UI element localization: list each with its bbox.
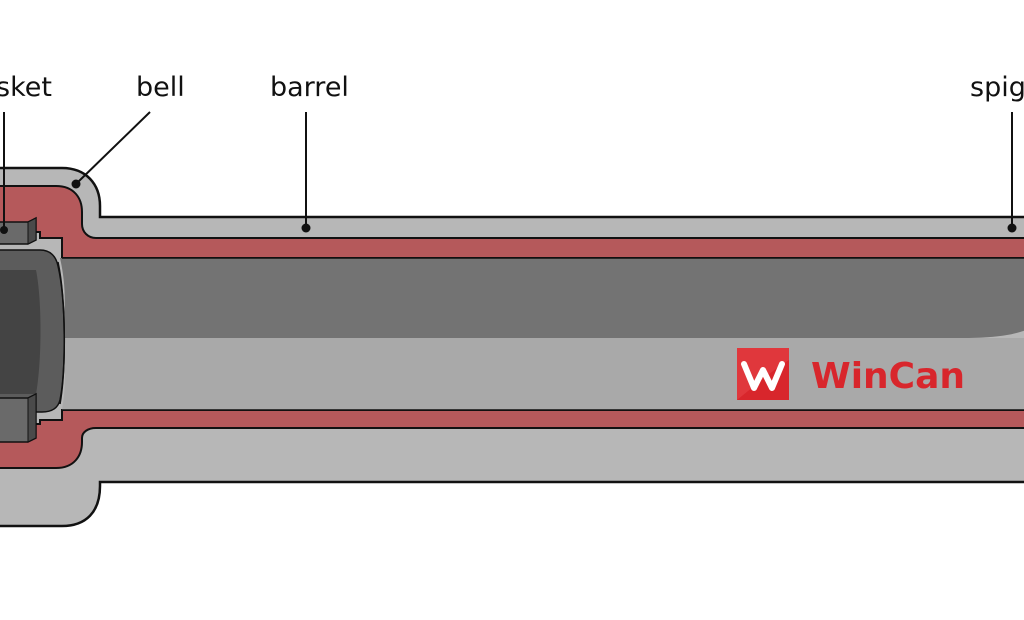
bell-callout xyxy=(71,111,151,189)
bell-socket-rim xyxy=(57,261,65,405)
labels: sket bell barrel spig xyxy=(0,72,1024,103)
bell-socket-inner xyxy=(0,270,41,394)
brand-name: WinCan xyxy=(811,356,965,397)
pipe-cross-section xyxy=(0,166,1024,528)
spigot-label: spig xyxy=(970,72,1024,103)
callouts xyxy=(0,111,1017,234)
gasket-top xyxy=(0,216,37,245)
gasket-bottom xyxy=(0,392,37,443)
bell-label: bell xyxy=(136,72,185,103)
wincan-logo: WinCan xyxy=(737,348,965,400)
gasket-label: sket xyxy=(0,72,52,103)
barrel-callout xyxy=(301,112,311,233)
spigot-callout xyxy=(1007,112,1017,233)
barrel-label: barrel xyxy=(270,72,349,103)
gasket-callout xyxy=(0,112,8,234)
bore-upper xyxy=(60,258,1024,338)
w-logo-icon xyxy=(737,348,789,400)
